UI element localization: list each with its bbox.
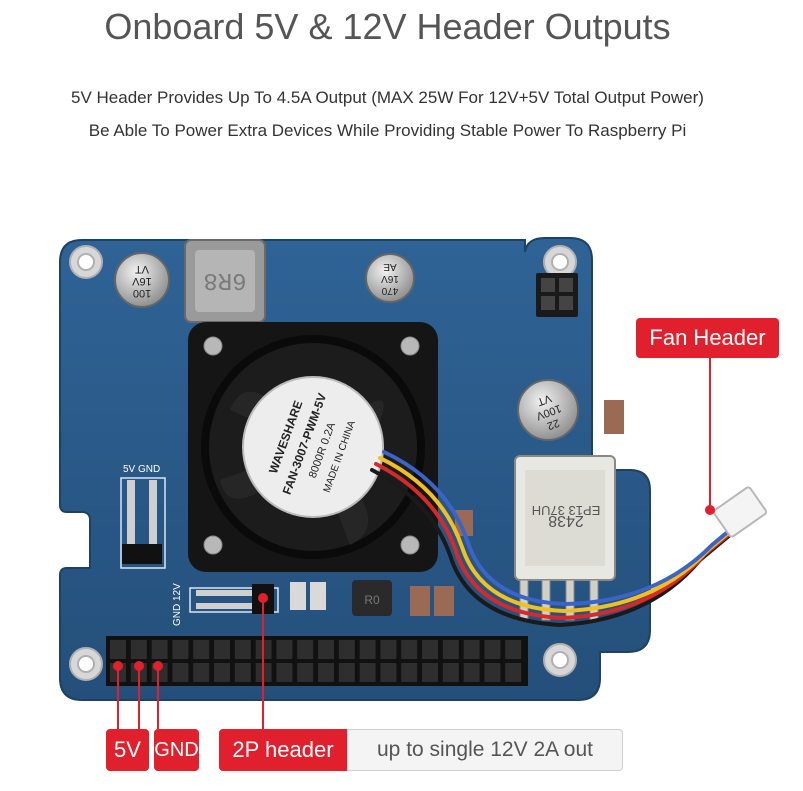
svg-text:GND 12V: GND 12V xyxy=(172,583,183,626)
header-5v-gnd: 5V GND xyxy=(120,464,166,569)
capacitor-top: 470 16V AE xyxy=(365,253,415,303)
gpio-pin xyxy=(172,640,189,659)
gpio-pin xyxy=(484,640,501,659)
fan-cable xyxy=(370,450,744,628)
gpio-pin xyxy=(442,640,459,659)
gpio-pin xyxy=(276,640,293,659)
gpio-pin xyxy=(442,663,459,682)
gpio-pin xyxy=(297,640,314,659)
gpio-pin xyxy=(463,640,480,659)
capacitor-left: 100 16V VT xyxy=(114,252,170,308)
fan-plug xyxy=(712,486,768,538)
page-title: Onboard 5V & 12V Header Outputs xyxy=(104,6,671,47)
inductor: 6R8 xyxy=(184,239,266,323)
svg-text:16V: 16V xyxy=(132,275,152,287)
svg-text:22: 22 xyxy=(545,416,561,431)
gpio-pin xyxy=(276,663,293,682)
svg-text:5V GND: 5V GND xyxy=(123,464,160,475)
gpio-pin xyxy=(401,663,418,682)
gpio-pin xyxy=(318,663,334,682)
callout-2p-header: 2P header xyxy=(219,729,347,771)
gpio-pin xyxy=(505,640,522,659)
gpio-pin xyxy=(505,663,522,682)
gpio-pin xyxy=(214,663,230,682)
gpio-pin xyxy=(318,640,334,659)
svg-text:470: 470 xyxy=(381,285,398,296)
gpio-pin xyxy=(463,663,480,682)
transformer: 2438 EP13 37UH xyxy=(514,455,616,621)
callout-lines xyxy=(113,358,715,729)
gpio-pin xyxy=(193,663,210,682)
gpio-header-40pin xyxy=(106,636,528,686)
gpio-pin xyxy=(484,663,501,682)
svg-text:2438: 2438 xyxy=(548,512,584,529)
mounting-holes xyxy=(69,245,577,681)
svg-text:100: 100 xyxy=(133,287,151,299)
gpio-pin xyxy=(401,640,418,659)
gpio-pin xyxy=(110,640,126,659)
gpio-pin xyxy=(422,663,438,682)
gpio-pin xyxy=(380,640,397,659)
callout-fan-header: Fan Header xyxy=(636,318,779,358)
gpio-pin xyxy=(359,663,376,682)
svg-text:6R8: 6R8 xyxy=(203,266,246,293)
callout-5v: 5V xyxy=(106,729,149,771)
capacitor-right: 22 100V VT xyxy=(517,379,579,441)
gpio-pin xyxy=(172,663,189,682)
subtitle-line-2: Be Able To Power Extra Devices While Pro… xyxy=(88,121,687,140)
gpio-pin xyxy=(380,663,397,682)
callout-2p-note: up to single 12V 2A out xyxy=(347,729,623,771)
smd-components: R0 xyxy=(290,400,624,616)
svg-text:R0: R0 xyxy=(364,593,380,607)
callout-gnd: GND xyxy=(154,729,199,771)
gpio-pin xyxy=(193,640,210,659)
gpio-pin xyxy=(422,640,438,659)
cooling-fan: WAVESHARE FAN-3007-PWM-5V 8000R 0.2A MAD… xyxy=(188,322,438,572)
gpio-pin xyxy=(130,640,147,659)
gpio-pin xyxy=(297,663,314,682)
gpio-pin xyxy=(234,640,251,659)
gpio-pin xyxy=(214,640,230,659)
gpio-pin xyxy=(151,640,168,659)
gpio-pin xyxy=(234,663,251,682)
gpio-pin xyxy=(338,640,355,659)
gpio-pin xyxy=(359,640,376,659)
svg-text:VT: VT xyxy=(135,263,149,275)
svg-text:VT: VT xyxy=(535,392,553,408)
gpio-pin xyxy=(338,663,355,682)
svg-text:EP13 37UH: EP13 37UH xyxy=(532,503,601,518)
svg-text:AE: AE xyxy=(383,261,397,272)
fan-connector-4pin xyxy=(536,273,578,317)
svg-text:16V: 16V xyxy=(381,273,399,284)
subtitle-line-1: 5V Header Provides Up To 4.5A Output (MA… xyxy=(71,88,704,107)
